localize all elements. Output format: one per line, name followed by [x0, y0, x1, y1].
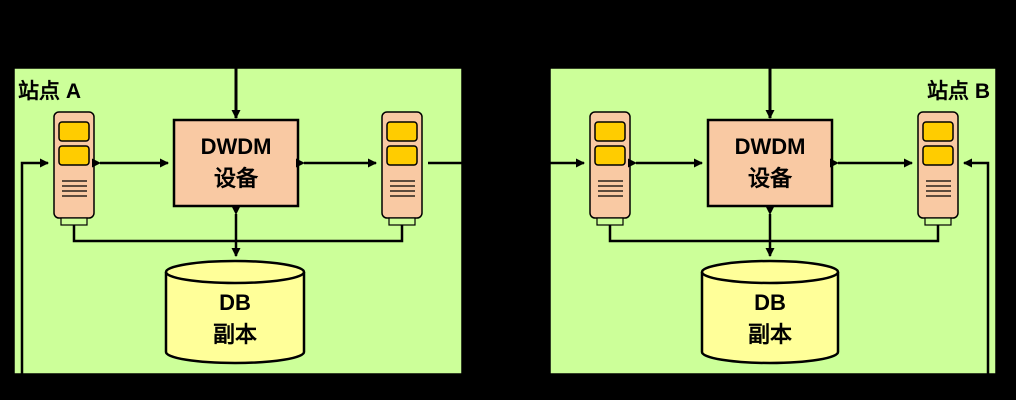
dwdm-label-line2: 设备 [748, 166, 793, 191]
site-a-outer-link [20, 158, 49, 374]
drive-bay-icon [922, 121, 954, 142]
site-b-db-replica: DB 副本 [700, 259, 840, 365]
drive-bay-icon [922, 145, 954, 166]
drive-bay-icon [386, 145, 418, 166]
site-b-label: 站点 B [927, 79, 990, 103]
site-b-outer-link [963, 158, 990, 374]
site-b-right-server [917, 111, 959, 226]
drive-bay-icon [594, 121, 626, 142]
site-a-left-server [53, 111, 95, 226]
site-a-label: 站点 A [18, 79, 81, 103]
dwdm-label-line1: DWDM [201, 134, 272, 159]
drive-bay-icon [58, 121, 90, 142]
db-label-line2: 副本 [213, 322, 257, 347]
db-label-line2: 副本 [748, 322, 792, 347]
site-b: 站点 B DWDM 设备 [549, 67, 997, 375]
db-label-line1: DB [754, 290, 786, 315]
site-a-db-replica: DB 副本 [164, 259, 306, 365]
dwdm-label-line1: DWDM [735, 134, 806, 159]
site-a-dwdm-device: DWDM 设备 [172, 118, 300, 208]
site-b-left-server [589, 111, 631, 226]
drive-bay-icon [386, 121, 418, 142]
site-a: 站点 A DWDM 设备 [13, 67, 463, 375]
drive-bay-icon [594, 145, 626, 166]
db-label-line1: DB [219, 290, 251, 315]
drive-bay-icon [58, 145, 90, 166]
site-b-dwdm-device: DWDM 设备 [706, 118, 834, 208]
dwdm-label-line2: 设备 [214, 166, 259, 191]
site-a-right-server [381, 111, 423, 226]
